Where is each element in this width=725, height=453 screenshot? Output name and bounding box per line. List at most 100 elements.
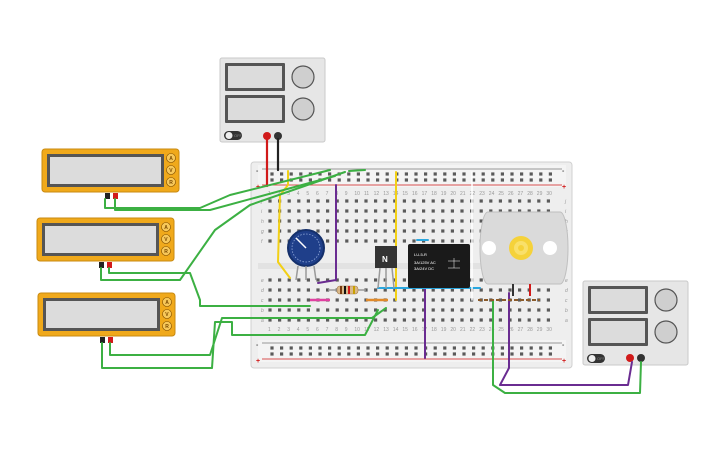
- breadboard-hole[interactable]: [422, 219, 426, 223]
- breadboard-hole[interactable]: [498, 318, 502, 322]
- breadboard-hole[interactable]: [326, 199, 330, 203]
- wire-green[interactable]: [100, 171, 346, 281]
- breadboard-hole[interactable]: [450, 239, 454, 243]
- breadboard-hole[interactable]: [452, 352, 456, 356]
- breadboard-hole[interactable]: [431, 239, 435, 243]
- breadboard-hole[interactable]: [460, 288, 464, 292]
- wire-green[interactable]: [108, 267, 311, 307]
- breadboard-hole[interactable]: [481, 178, 485, 182]
- breadboard-hole[interactable]: [548, 352, 552, 356]
- breadboard-hole[interactable]: [306, 288, 310, 292]
- breadboard-hole[interactable]: [347, 346, 351, 350]
- breadboard-hole[interactable]: [433, 178, 437, 182]
- breadboard-hole[interactable]: [529, 346, 533, 350]
- breadboard-hole[interactable]: [299, 352, 303, 356]
- breadboard-hole[interactable]: [412, 318, 416, 322]
- breadboard-hole[interactable]: [366, 172, 370, 176]
- breadboard-hole[interactable]: [270, 178, 274, 182]
- breadboard-hole[interactable]: [489, 209, 493, 213]
- ohmmeter-mode-button[interactable]: [166, 177, 176, 187]
- breadboard-hole[interactable]: [441, 288, 445, 292]
- breadboard-hole[interactable]: [376, 352, 380, 356]
- breadboard-hole[interactable]: [529, 178, 533, 182]
- breadboard-hole[interactable]: [402, 229, 406, 233]
- breadboard-hole[interactable]: [404, 346, 408, 350]
- breadboard-hole[interactable]: [364, 229, 368, 233]
- breadboard-hole[interactable]: [270, 352, 274, 356]
- breadboard-hole[interactable]: [527, 209, 531, 213]
- breadboard-hole[interactable]: [402, 239, 406, 243]
- multimeter-3[interactable]: A V R: [37, 292, 176, 343]
- breadboard-hole[interactable]: [462, 352, 466, 356]
- npn-transistor[interactable]: N: [375, 246, 397, 289]
- breadboard-hole[interactable]: [412, 229, 416, 233]
- breadboard-hole[interactable]: [316, 308, 320, 312]
- breadboard-hole[interactable]: [287, 219, 291, 223]
- current-knob[interactable]: [291, 97, 315, 121]
- breadboard-hole[interactable]: [326, 209, 330, 213]
- breadboard-hole[interactable]: [306, 278, 310, 282]
- multimeter-1[interactable]: A V R: [41, 148, 180, 199]
- breadboard-hole[interactable]: [280, 172, 284, 176]
- breadboard-hole[interactable]: [354, 318, 358, 322]
- breadboard-hole[interactable]: [337, 346, 341, 350]
- breadboard-hole[interactable]: [299, 172, 303, 176]
- breadboard-hole[interactable]: [431, 308, 435, 312]
- breadboard-hole[interactable]: [335, 199, 339, 203]
- breadboard-hole[interactable]: [518, 199, 522, 203]
- wire-green[interactable]: [101, 309, 379, 369]
- breadboard-hole[interactable]: [510, 346, 514, 350]
- voltage-knob[interactable]: [291, 65, 315, 89]
- breadboard-hole[interactable]: [374, 219, 378, 223]
- breadboard-hole[interactable]: [431, 219, 435, 223]
- breadboard-hole[interactable]: [422, 298, 426, 302]
- breadboard-hole[interactable]: [393, 308, 397, 312]
- breadboard-hole[interactable]: [287, 298, 291, 302]
- breadboard-hole[interactable]: [374, 308, 378, 312]
- breadboard-hole[interactable]: [433, 346, 437, 350]
- breadboard-hole[interactable]: [306, 209, 310, 213]
- breadboard-hole[interactable]: [548, 172, 552, 176]
- breadboard-hole[interactable]: [395, 346, 399, 350]
- positive-terminal[interactable]: [626, 354, 634, 362]
- breadboard-hole[interactable]: [354, 199, 358, 203]
- breadboard-hole[interactable]: [452, 178, 456, 182]
- voltmeter-mode-button[interactable]: [166, 165, 176, 175]
- breadboard-hole[interactable]: [345, 239, 349, 243]
- breadboard-hole[interactable]: [278, 298, 282, 302]
- breadboard-hole[interactable]: [537, 308, 541, 312]
- breadboard-hole[interactable]: [450, 288, 454, 292]
- breadboard-hole[interactable]: [402, 209, 406, 213]
- breadboard-hole[interactable]: [364, 239, 368, 243]
- power-supply-right[interactable]: OFF: [582, 280, 689, 366]
- breadboard-hole[interactable]: [337, 352, 341, 356]
- breadboard-hole[interactable]: [326, 318, 330, 322]
- breadboard-hole[interactable]: [518, 288, 522, 292]
- breadboard-hole[interactable]: [402, 308, 406, 312]
- breadboard-hole[interactable]: [383, 209, 387, 213]
- breadboard-hole[interactable]: [500, 172, 504, 176]
- breadboard-hole[interactable]: [479, 219, 483, 223]
- breadboard-hole[interactable]: [316, 288, 320, 292]
- breadboard-hole[interactable]: [539, 178, 543, 182]
- breadboard-hole[interactable]: [414, 172, 418, 176]
- breadboard-hole[interactable]: [385, 178, 389, 182]
- breadboard-hole[interactable]: [268, 278, 272, 282]
- breadboard-hole[interactable]: [383, 219, 387, 223]
- breadboard-hole[interactable]: [299, 178, 303, 182]
- breadboard-hole[interactable]: [280, 352, 284, 356]
- breadboard-hole[interactable]: [441, 219, 445, 223]
- breadboard-hole[interactable]: [306, 318, 310, 322]
- breadboard-hole[interactable]: [318, 346, 322, 350]
- breadboard-hole[interactable]: [479, 209, 483, 213]
- breadboard-hole[interactable]: [508, 199, 512, 203]
- ammeter-mode-button[interactable]: [166, 153, 176, 163]
- breadboard-hole[interactable]: [508, 288, 512, 292]
- breadboard-hole[interactable]: [297, 308, 301, 312]
- breadboard-hole[interactable]: [393, 229, 397, 233]
- breadboard-hole[interactable]: [460, 308, 464, 312]
- breadboard-hole[interactable]: [364, 318, 368, 322]
- breadboard-hole[interactable]: [316, 318, 320, 322]
- breadboard-hole[interactable]: [520, 178, 524, 182]
